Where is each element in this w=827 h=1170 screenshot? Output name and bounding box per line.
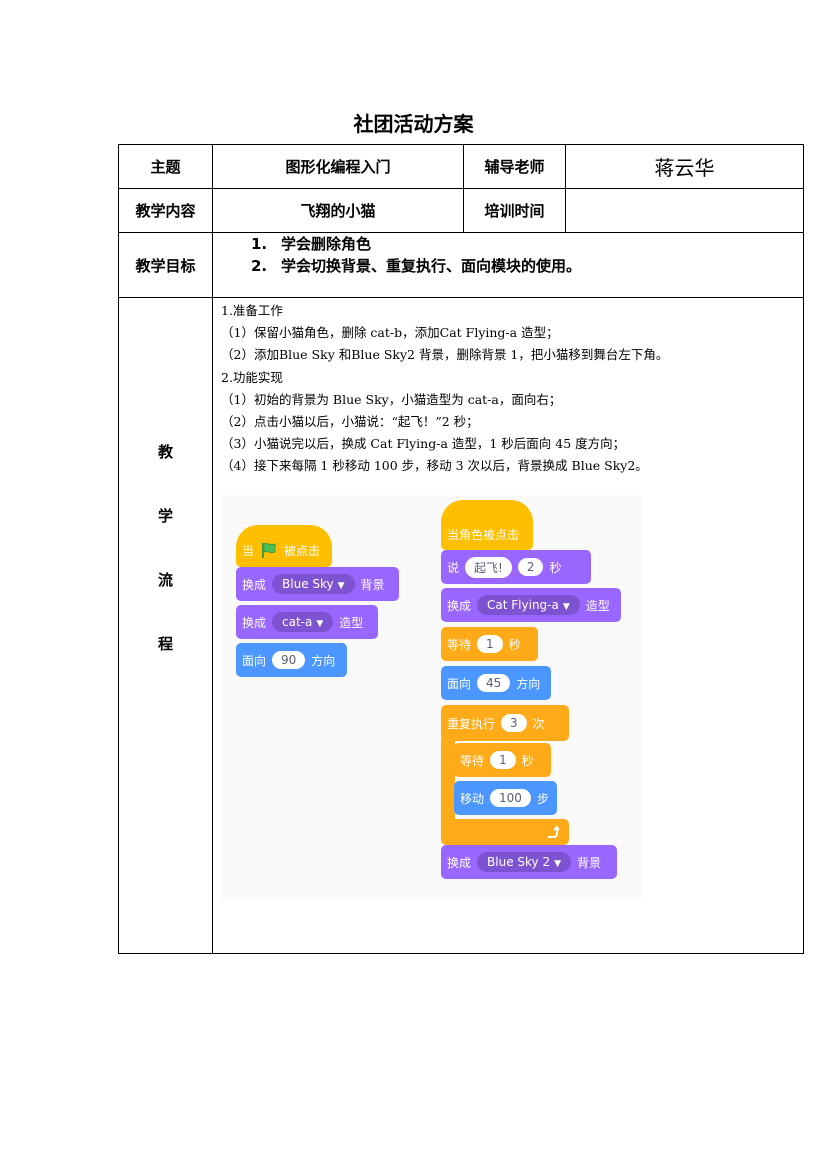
- process-cell: 1.准备工作 （1）保留小猫角色，删除 cat-b，添加Cat Flying-a…: [212, 297, 804, 954]
- switch-backdrop-block: 换成 Blue Sky 2▼ 背景: [441, 845, 617, 879]
- label-process: 教 学 流 程: [118, 297, 213, 954]
- goal-item: 1.学会删除角色: [251, 235, 372, 253]
- wait-input[interactable]: 1: [477, 635, 503, 653]
- direction-input[interactable]: 45: [477, 674, 511, 692]
- table-row: 教学内容 飞翔的小猫 培训时间: [118, 188, 804, 233]
- label-teacher: 辅导老师: [463, 144, 566, 189]
- step-line: （4）接下来每隔 1 秒移动 100 步，移动 3 次以后，背景换成 Blue …: [221, 458, 648, 474]
- dropdown-arrow-icon: ▼: [562, 602, 570, 612]
- goal-item: 2.学会切换背景、重复执行、面向模块的使用。: [251, 257, 582, 275]
- topic-value: 图形化编程入门: [212, 144, 464, 189]
- backdrop-dropdown[interactable]: Blue Sky▼: [272, 574, 355, 594]
- costume-dropdown[interactable]: cat-a▼: [272, 612, 334, 632]
- say-secs-input[interactable]: 2: [517, 558, 544, 576]
- table-row: 教学目标 1.学会删除角色 2.学会切换背景、重复执行、面向模块的使用。: [118, 232, 804, 298]
- process-char: 程: [157, 634, 173, 653]
- goals-cell: 1.学会删除角色 2.学会切换背景、重复执行、面向模块的使用。: [212, 232, 804, 298]
- repeat-block-arm: [441, 739, 455, 839]
- process-char: 流: [157, 570, 173, 589]
- direction-input[interactable]: 90: [272, 651, 306, 669]
- wait-block: 等待 1 秒: [441, 627, 538, 661]
- point-direction-block: 面向 90 方向: [236, 643, 347, 677]
- move-steps-input[interactable]: 100: [490, 789, 531, 807]
- costume-dropdown[interactable]: Cat Flying-a▼: [477, 595, 580, 615]
- step-line: （2）添加Blue Sky 和Blue Sky2 背景，删除背景 1，把小猫移到…: [221, 347, 669, 363]
- activity-plan-table: 主题 图形化编程入门 辅导老师 蒋云华 教学内容 飞翔的小猫 培训时间 教学目标…: [118, 144, 804, 954]
- wait-input[interactable]: 1: [490, 751, 516, 769]
- process-char: 学: [157, 506, 173, 525]
- dropdown-arrow-icon: ▼: [554, 859, 561, 869]
- when-flag-clicked-block: 当 被点击: [236, 525, 332, 567]
- table-row: 教 学 流 程 1.准备工作 （1）保留小猫角色，删除 cat-b，添加Cat …: [118, 297, 804, 954]
- move-block: 移动 100 步: [454, 781, 557, 815]
- wait-block: 等待 1 秒: [454, 743, 551, 777]
- green-flag-icon: [262, 542, 276, 558]
- step-line: （1）初始的背景为 Blue Sky，小猫造型为 cat-a，面向右；: [221, 391, 562, 407]
- page-title: 社团活动方案: [353, 112, 474, 136]
- step-line: （1）保留小猫角色，删除 cat-b，添加Cat Flying-a 造型；: [221, 325, 559, 341]
- backdrop-dropdown[interactable]: Blue Sky 2▼: [477, 852, 571, 872]
- switch-costume-block: 换成 cat-a▼ 造型: [236, 605, 378, 639]
- say-text-input[interactable]: 起飞!: [465, 556, 512, 578]
- repeat-block: 重复执行 3 次: [441, 705, 569, 741]
- content-value: 飞翔的小猫: [212, 188, 464, 233]
- switch-costume-block: 换成 Cat Flying-a▼ 造型: [441, 588, 621, 622]
- teacher-value: 蒋云华: [565, 144, 804, 189]
- say-block: 说 起飞! 2 秒: [441, 550, 591, 584]
- label-goal: 教学目标: [118, 232, 213, 298]
- dropdown-arrow-icon: ▼: [337, 581, 345, 591]
- dropdown-arrow-icon: ▼: [316, 619, 324, 629]
- step-line: 1.准备工作: [221, 303, 283, 318]
- loop-arrow-icon: [548, 825, 559, 838]
- table-row: 主题 图形化编程入门 辅导老师 蒋云华: [118, 144, 804, 189]
- repeat-block-bottom: [441, 819, 569, 845]
- step-line: （2）点击小猫以后，小猫说：“起飞！”2 秒；: [221, 414, 479, 430]
- step-line: 2.功能实现: [221, 369, 283, 385]
- repeat-count-input[interactable]: 3: [501, 714, 527, 732]
- label-time: 培训时间: [463, 188, 566, 233]
- process-char: 教: [157, 442, 173, 461]
- time-value: [565, 188, 804, 233]
- step-line: （3）小猫说完以后，换成 Cat Flying-a 造型，1 秒后面向 45 度…: [221, 436, 626, 452]
- scratch-code-screenshot: 当 被点击 换成 Blue Sky▼ 背景 换成 cat-a▼ 造型: [221, 495, 642, 899]
- label-content: 教学内容: [118, 188, 213, 233]
- label-topic: 主题: [118, 144, 213, 189]
- steps-list: 1.准备工作 （1）保留小猫角色，删除 cat-b，添加Cat Flying-a…: [213, 298, 803, 478]
- when-sprite-clicked-block: 当角色被点击: [441, 500, 533, 550]
- point-direction-block: 面向 45 方向: [441, 666, 551, 700]
- switch-backdrop-block: 换成 Blue Sky▼ 背景: [236, 567, 399, 601]
